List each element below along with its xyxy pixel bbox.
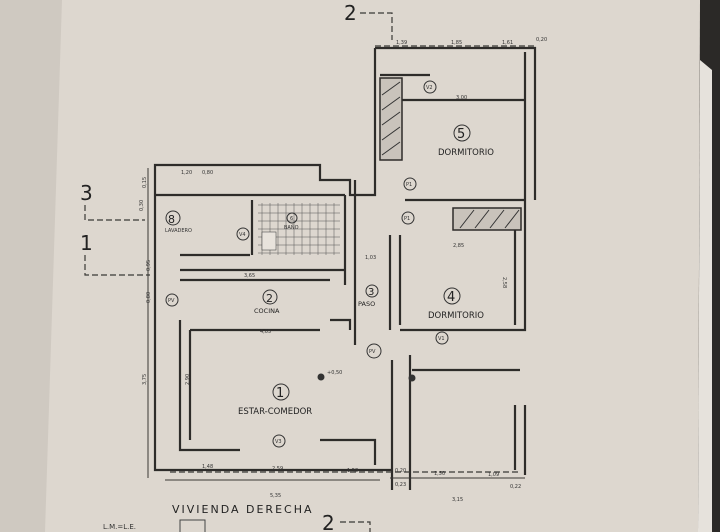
dimension-label: 2,85 [453,243,464,249]
dimension-label: 0,20 [395,468,406,474]
room-number: 4 [447,290,455,305]
dimension-label: 1,09 [488,472,499,478]
room-dormitorio-4: 4 DORMITORIO [428,287,484,321]
paper-sheet [45,0,700,532]
opening-p1: P1 [404,216,410,222]
section-mark-left-1: 1 [80,231,93,255]
opening-v3: V3 [275,439,282,445]
dimension-label: 0,80 [146,292,152,303]
room-paso: 3 PASO [358,284,379,308]
room-number: 2 [266,292,273,305]
room-number: 8 [168,213,175,226]
opening-pv: PV [168,298,175,304]
level-mark: +0,50 [327,370,342,376]
legend-label: L.M.=L.E. [103,523,136,531]
wall-hatching [379,77,522,231]
dimension-label: 0,80 [202,170,213,176]
section-mark-bottom: 2 [322,511,335,532]
dimension-label: 3,65 [244,273,255,279]
opening-tags: V2 P1 P1 V1 PV PV V3 V4 +0,50 [165,80,449,448]
opening-v2: V2 [426,85,433,91]
section-mark-top: 2 [344,1,357,25]
walls [153,46,537,490]
section-line-left-1 [84,255,150,276]
section-mark-left-3: 3 [80,181,93,205]
dimension-label: 3,75 [142,374,148,385]
room-name: DORMITORIO [428,311,484,321]
dimension-label: 4,05 [260,329,271,335]
dimension-label: 2,90 [185,374,191,385]
room-bano: 6 BAÑO [284,212,299,231]
dimension-label: 1,61 [502,40,513,46]
opening-pv: PV [369,349,376,355]
dimension-lines [147,168,525,481]
room-lavadero: 8 LAVADERO [165,210,192,234]
room-number: 3 [368,287,374,298]
dimension-label: 1,48 [202,464,213,470]
room-number: 1 [276,386,284,401]
dimension-label: 0,95 [146,260,152,271]
dimension-label: 1,85 [451,40,462,46]
dimension-label: 5,35 [270,493,281,499]
room-dormitorio-5: 5 DORMITORIO [438,124,494,158]
room-name: ESTAR-COMEDOR [238,407,312,417]
legend-swatch [179,519,206,532]
room-cocina: 2 COCINA [254,289,280,315]
dimension-label: 1,58 [347,468,358,474]
room-name: PASO [358,300,375,308]
dimension-label: 0,20 [536,37,547,43]
dimension-label: 3,00 [456,95,467,101]
room-estar-comedor: 1 ESTAR-COMEDOR [238,383,312,417]
opening-v1: V1 [438,336,445,342]
right-page-edge [698,60,712,532]
opening-v4: V4 [239,232,246,238]
dimension-label: 3,15 [452,497,463,503]
room-number: 6 [290,216,293,222]
dimension-label: 2,59 [272,466,283,472]
dimension-label: 0,15 [142,177,148,188]
dimension-label: 0,23 [395,482,406,488]
room-number: 5 [457,127,465,142]
dimension-label: 1,39 [396,40,407,46]
section-line-bottom [340,521,371,532]
opening-p1: P1 [406,182,412,188]
dimension-label: 1,03 [365,255,376,261]
room-name: COCINA [254,307,280,315]
room-name: LAVADERO [165,228,192,234]
dimension-label: 0,22 [510,484,521,490]
dimension-label: 0,30 [139,200,145,211]
room-name: BAÑO [284,224,299,231]
dimension-label: 1,50 [434,471,445,477]
dimension-labels: 1,39 1,85 1,61 0,20 3,00 2,85 2,58 1,03 … [139,37,547,503]
bathroom-tiles [258,203,340,255]
section-line-top [360,12,393,40]
room-name: DORMITORIO [438,148,494,158]
section-line-left-3 [84,205,145,221]
dimension-label: 2,58 [501,277,507,288]
plan-title: VIVIENDA DERECHA [172,503,314,516]
dimension-label: 1,20 [181,170,192,176]
